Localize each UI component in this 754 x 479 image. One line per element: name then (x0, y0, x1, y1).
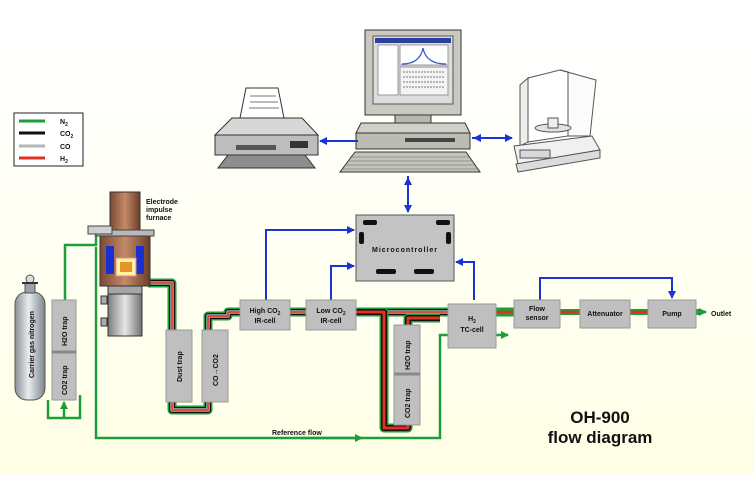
gas-cylinder-icon: Carrier gas nitrogen (14, 274, 46, 401)
h2-tc-cell-box: H2 TC-cell (447, 303, 497, 349)
signal-lines (265, 134, 676, 300)
legend-label-co2: CO2 (60, 131, 74, 140)
co2-trap2-label: CO2 trap (405, 388, 412, 418)
legend-label-co: CO (60, 144, 71, 151)
low-co2-ir-cell-box: Low CO2 IR-cell (305, 299, 357, 331)
pump-label: Pump (662, 311, 681, 318)
microcontroller-label: Microcontroller (372, 247, 438, 254)
attenuator-label: Attenuator (587, 311, 623, 318)
signal-tc-cell (455, 258, 475, 300)
flow-sensor-label: Flow (529, 306, 545, 313)
signal-low-co2 (330, 262, 355, 300)
flow-sensor-sub-label: sensor (526, 315, 549, 322)
tc-cell-label: H2 (468, 316, 476, 325)
high-co2-ir-cell-box: High CO2 IR-cell (239, 299, 291, 331)
balance-icon (513, 69, 601, 173)
furnace-label-line2: impulse (146, 207, 173, 214)
computer-icon (339, 29, 481, 173)
dust-trap-box: Dust trap (165, 329, 193, 403)
high-co2-label: High CO2 (250, 308, 281, 317)
tc-cell-sub-label: TC-cell (460, 327, 483, 334)
low-co2-sub-label: IR-cell (320, 318, 341, 325)
attenuator-box: Attenuator (579, 299, 631, 329)
legend: N2 CO2 CO H2 (13, 112, 84, 167)
co-co2-converter-box: CO→CO2 (201, 329, 229, 403)
flow-sensor-box: Flow sensor (513, 299, 561, 329)
furnace-icon: Electrode impulse furnace (87, 191, 178, 337)
furnace-label-line1: Electrode (146, 199, 178, 206)
low-co2-label: Low CO2 (316, 308, 345, 317)
pump-box: Pump (647, 299, 697, 329)
printer-icon (213, 87, 320, 169)
furnace-label-line3: furnace (146, 215, 171, 222)
signal-high-co2 (265, 226, 355, 300)
diagram-title-line1: OH-900 (570, 408, 630, 427)
h2o-trap2-label: H2O trap (405, 340, 412, 370)
n2-h2o-trap-label: H2O trap (62, 316, 69, 346)
legend-label-h2: H2 (60, 156, 68, 165)
diagram-title-line2: flow diagram (548, 428, 653, 447)
high-co2-sub-label: IR-cell (254, 318, 275, 325)
h2o-co2-trap-column: H2O trap CO2 trap (393, 324, 421, 426)
signal-flow-to-pump (539, 277, 676, 300)
n2-co2-trap-label: CO2 trap (62, 365, 69, 395)
cylinder-label: Carrier gas nitrogen (29, 311, 36, 378)
outlet-label: Outlet (711, 311, 732, 318)
co-co2-label: CO→CO2 (213, 354, 220, 386)
microcontroller-box: Microcontroller (355, 214, 455, 282)
reference-flow-label: Reference flow (272, 430, 322, 437)
n2-trap-column: H2O trap CO2 trap (51, 299, 77, 401)
dust-trap-label: Dust trap (177, 351, 184, 382)
legend-label-n2: N2 (60, 119, 68, 128)
